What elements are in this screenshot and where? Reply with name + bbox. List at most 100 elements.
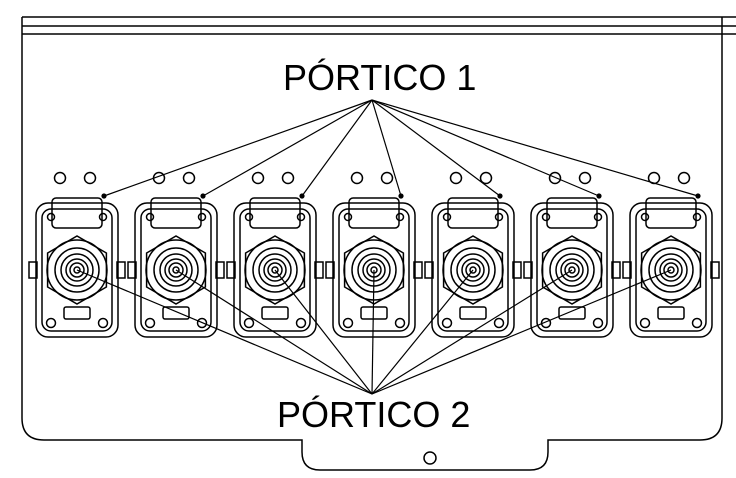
mount-hole (640, 212, 650, 222)
mount-hole (592, 317, 604, 329)
fitting-ring (46, 239, 108, 301)
connector-3 (226, 171, 324, 338)
fitting-ring (263, 258, 287, 282)
fitting-ring (244, 239, 306, 301)
mount-hole (494, 212, 504, 222)
lower-tab (360, 306, 388, 320)
indicator-hole (449, 171, 463, 185)
port1-leader-1 (103, 99, 373, 197)
fitting-ring (667, 266, 675, 274)
fitting-ring (659, 258, 683, 282)
mount-hole (343, 212, 353, 222)
fitting-ring (159, 253, 193, 287)
fitting-ring (549, 247, 595, 293)
mount-hole (98, 212, 108, 222)
bracket-outline (134, 202, 218, 338)
fitting-ring (461, 258, 485, 282)
indicator-hole (350, 171, 364, 185)
side-stub (523, 261, 533, 279)
fitting-ring (640, 239, 702, 301)
fitting-ring (663, 262, 679, 278)
port2-leader-7 (371, 269, 672, 395)
indicator-hole (548, 171, 562, 185)
side-stub (314, 261, 324, 279)
fitting-ring (258, 253, 292, 287)
bracket-outline (332, 202, 416, 338)
mount-hole (244, 212, 254, 222)
indicator-hole (677, 171, 691, 185)
connector-1 (28, 171, 126, 338)
lower-tab (558, 306, 586, 320)
port2-leader-1 (76, 269, 373, 395)
connector-2 (127, 171, 225, 338)
connector-6 (523, 171, 621, 338)
connector-row (28, 171, 720, 338)
mount-hole (692, 212, 702, 222)
port1-leader-3 (301, 99, 373, 197)
side-stub (28, 261, 38, 279)
fitting-ring (65, 258, 89, 282)
bracket-inner (338, 208, 410, 332)
port1-leader-4 (371, 99, 402, 197)
indicator-hole (380, 171, 394, 185)
mount-hole (541, 212, 551, 222)
enclosure-outline (21, 16, 736, 471)
mount-hole (691, 317, 703, 329)
fitting-ring (60, 253, 94, 287)
mount-hole (145, 212, 155, 222)
hex-nut (145, 235, 207, 305)
mount-hole (639, 317, 651, 329)
mount-hole (144, 317, 156, 329)
side-stub (325, 261, 335, 279)
mount-hole (493, 317, 505, 329)
port2-leader-4 (371, 269, 375, 395)
leader-arrowhead (695, 193, 701, 199)
leader-arrowhead (398, 193, 404, 199)
bracket-inner (536, 208, 608, 332)
side-stub (622, 261, 632, 279)
bracket-outline (431, 202, 515, 338)
fitting-ring (648, 247, 694, 293)
side-stub (512, 261, 522, 279)
bracket-inner (140, 208, 212, 332)
indicator-hole (578, 171, 592, 185)
fitting-ring (442, 239, 504, 301)
fitting-ring (69, 262, 85, 278)
side-stub (611, 261, 621, 279)
mount-hole (97, 317, 109, 329)
bracket-outline (530, 202, 614, 338)
fitting-ring (541, 239, 603, 301)
mount-hole (243, 317, 255, 329)
mount-hole (45, 317, 57, 329)
fitting-ring (145, 239, 207, 301)
fitting-ring (654, 253, 688, 287)
port2-leader-3 (274, 269, 373, 395)
mount-hole (395, 212, 405, 222)
side-stub (413, 261, 423, 279)
fitting-ring (172, 266, 180, 274)
connector-7 (622, 171, 720, 338)
indicator-hole (281, 171, 295, 185)
hex-nut (46, 235, 108, 305)
lower-tab (459, 306, 487, 320)
bracket-inner (635, 208, 707, 332)
connector-5 (424, 171, 522, 338)
side-stub (710, 261, 720, 279)
lower-tab (63, 306, 91, 320)
indicator-hole (479, 171, 493, 185)
port2-leader-5 (371, 269, 474, 395)
mount-hole (197, 212, 207, 222)
lower-tab (162, 306, 190, 320)
bracket-inner (239, 208, 311, 332)
fitting-ring (456, 253, 490, 287)
mount-hole (593, 212, 603, 222)
bracket-outline (629, 202, 713, 338)
hex-nut (640, 235, 702, 305)
mount-hole (442, 212, 452, 222)
bracket-outline (35, 202, 119, 338)
leader-arrowhead (497, 193, 503, 199)
fitting-ring (267, 262, 283, 278)
indicator-hole (251, 171, 265, 185)
leader-arrowhead (299, 193, 305, 199)
